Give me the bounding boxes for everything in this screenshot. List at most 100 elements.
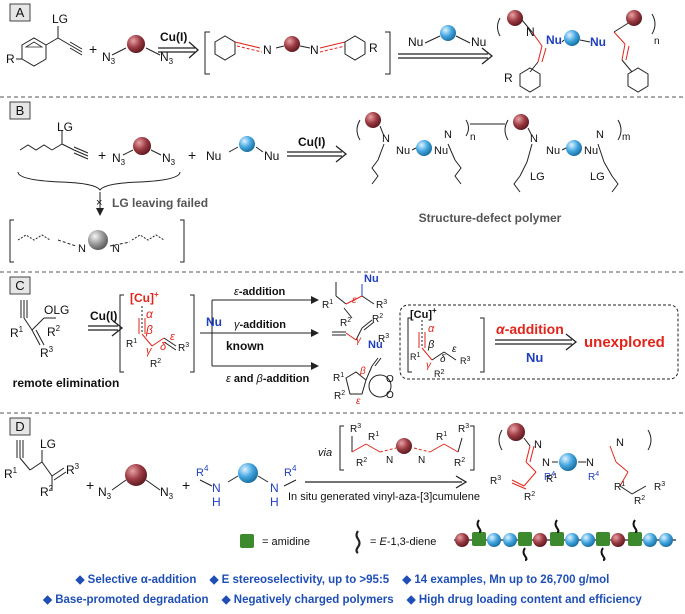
panel-a: [9, 3, 656, 93]
gamma-label: γ: [426, 360, 432, 371]
leaving-group-label: LG: [52, 12, 68, 26]
catalyst-label: Cu(I): [90, 309, 117, 323]
olg-label: OLG: [44, 303, 69, 317]
product-nu-label: Nu: [584, 145, 598, 157]
panel-label-box: [9, 101, 31, 120]
r1-label: R1: [322, 299, 333, 311]
nucleophile-label: Nu: [206, 315, 222, 329]
product-nu-label: Nu: [546, 145, 560, 157]
intermediate-n-label: N: [310, 43, 319, 57]
footer-item: ◆ Base-promoted degradation: [43, 594, 209, 606]
product-nu-label: Nu: [368, 339, 383, 351]
panel-label-box: [9, 417, 31, 436]
r2-label: R2: [340, 317, 351, 329]
catalyst-label: Cu(I): [298, 135, 325, 149]
epsilon-label: ε: [170, 331, 175, 343]
azide-sphere-icon: [626, 10, 642, 26]
intermediate-n-label: N: [263, 43, 272, 57]
repeat-subscript: m: [622, 132, 630, 143]
beta-label: β: [427, 339, 435, 351]
failed-label: LG leaving failed: [112, 196, 208, 210]
cross-mark: ×: [96, 197, 102, 209]
beta-label: β: [359, 366, 366, 377]
r-group-label: R: [6, 52, 15, 66]
azide-n-left: N3: [102, 50, 116, 66]
nucleophile-sphere-icon: [440, 25, 456, 41]
azide-sphere-icon: [125, 464, 147, 486]
r2-label: R2: [334, 390, 345, 402]
product-lg-label: LG: [590, 171, 605, 183]
azide-sphere-icon: [513, 114, 529, 130]
cu-complex-label: [Cu]+: [410, 306, 437, 321]
r2-label: R2: [434, 369, 445, 379]
panel-c: [9, 276, 679, 398]
beta-label: β: [145, 323, 153, 337]
panel-label-box: [9, 3, 31, 22]
leaving-group-label: LG: [40, 437, 56, 451]
r2-label: R2: [356, 457, 367, 469]
remote-elimination-caption: remote elimination: [13, 376, 120, 390]
r3-label: R3: [178, 342, 189, 354]
footer-item: ◆ Selective α-addition: [75, 574, 197, 586]
azide-sphere-icon: [507, 423, 525, 441]
azide-sphere-icon: [507, 10, 523, 26]
r3-label: R3: [458, 423, 469, 435]
footer-item: ◆ E stereoselectivity, up to >95:5: [209, 574, 390, 586]
r1-label: R1: [614, 481, 625, 493]
amine-h-label: H: [212, 495, 221, 509]
azide-sphere-icon: [127, 35, 145, 53]
r2-label: R2: [47, 324, 61, 339]
product-nu-label: Nu: [364, 273, 379, 285]
plus-sign: +: [188, 147, 196, 163]
gamma-addition-label: γ-addition: [234, 319, 286, 331]
panel-d: [9, 417, 676, 561]
product-n-label: N: [616, 437, 624, 449]
epsilon-addition-label: ε-addition: [234, 286, 286, 298]
alpha-label: α: [428, 323, 435, 335]
in-situ-caption: In situ generated vinyl-aza-[3]cumulene: [288, 491, 480, 503]
r1-label: R1: [10, 325, 24, 340]
azide-n-left: N3: [112, 151, 126, 167]
nucleophile-label: Nu: [471, 35, 486, 49]
epsilon-beta-addition-label: ε and β-addition: [226, 373, 310, 385]
r2-label: R2: [634, 495, 645, 507]
gamma-label: γ: [356, 335, 362, 346]
catalyst-label: Cu(I): [160, 30, 187, 44]
repeat-subscript: n: [470, 132, 476, 143]
gray-sphere-icon: [88, 230, 108, 250]
r3-label: R3: [66, 462, 80, 477]
epsilon-label: ε: [452, 344, 457, 355]
r4-label: R4: [588, 471, 599, 483]
nucleophile-label: Nu: [526, 350, 543, 365]
plus-sign: +: [182, 477, 190, 493]
r3-label: R3: [490, 475, 501, 487]
intermediate-n-label: N: [112, 243, 120, 255]
amine-h-label: H: [270, 495, 279, 509]
intermediate-n-label: N: [418, 455, 425, 466]
nucleophile-label: Nu: [408, 35, 423, 49]
unexplored-label: unexplored: [584, 334, 665, 351]
epsilon-label: ε: [352, 295, 357, 306]
alpha-label: α: [146, 307, 154, 321]
r-group-label: R: [504, 71, 513, 85]
intermediate-n-label: N: [386, 455, 393, 466]
product-n-label: N: [596, 129, 604, 141]
product-n-label: N: [542, 457, 550, 469]
product-nu-label: Nu: [546, 33, 562, 47]
product-n-label: N: [586, 457, 594, 469]
product-nu-label: Nu: [396, 145, 410, 157]
r-group-label: R: [369, 41, 378, 55]
r3-label: R3: [376, 299, 387, 311]
amidine-square-icon: [240, 534, 254, 548]
panel-b: [9, 101, 622, 263]
known-label: known: [226, 339, 264, 353]
plus-sign: +: [86, 477, 94, 493]
r2-label: R2: [454, 457, 465, 469]
footer-item: ◆ 14 examples, Mn up to 26,700 g/mol: [402, 574, 610, 586]
footer-item: ◆ Negatively charged polymers: [221, 594, 394, 606]
panel-label-c: C: [15, 278, 24, 293]
azide-n-left: N3: [98, 485, 112, 501]
azide-n-right: N3: [160, 485, 174, 501]
via-label: via: [318, 447, 332, 459]
